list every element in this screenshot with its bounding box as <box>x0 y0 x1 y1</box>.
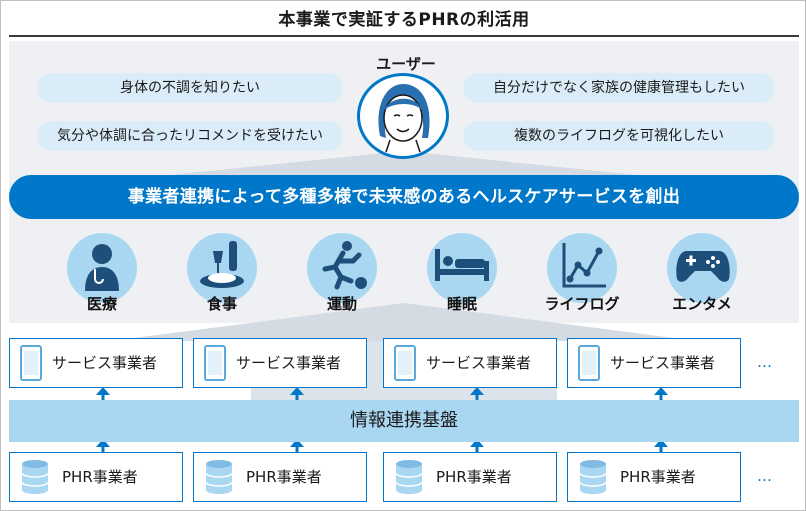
headline-banner: 事業者連携によって多種多様で未来感のあるヘルスケアサービスを創出 <box>9 175 799 219</box>
service-provider-label: サービス事業者 <box>52 354 158 372</box>
need-bubble: 気分や体調に合ったリコメンドを受けたい <box>37 121 343 151</box>
service-provider-label: サービス事業者 <box>236 354 342 372</box>
meal-icon <box>200 241 244 288</box>
phr-provider-label: PHR事業者 <box>620 468 696 486</box>
need-bubble: 複数のライフログを可視化したい <box>463 121 775 151</box>
phr-provider-box: PHR事業者 <box>383 452 557 502</box>
service-provider-box: サービス事業者 <box>9 338 183 388</box>
phr-provider-label: PHR事業者 <box>246 468 322 486</box>
smartphone-icon <box>20 345 42 381</box>
service-meal: 食事 <box>177 233 267 323</box>
service-provider-label: サービス事業者 <box>426 354 532 372</box>
service-provider-box: サービス事業者 <box>383 338 557 388</box>
database-icon <box>21 460 49 494</box>
phr-provider-label: PHR事業者 <box>62 468 138 486</box>
service-label: 運動 <box>326 295 357 313</box>
service-medical: 医療 <box>57 233 147 323</box>
service-lifelog: ライフログ <box>537 233 627 323</box>
line-graph-icon <box>562 243 606 288</box>
bed-icon <box>435 249 489 281</box>
phr-provider-box: PHR事業者 <box>193 452 367 502</box>
title-divider <box>9 35 799 37</box>
service-exercise: 運動 <box>297 233 387 323</box>
database-icon <box>205 460 233 494</box>
smartphone-icon <box>394 345 416 381</box>
need-bubble: 身体の不調を知りたい <box>37 73 343 103</box>
service-sleep: 睡眠 <box>417 233 507 323</box>
more-phr-providers: … <box>757 467 773 485</box>
service-label: ライフログ <box>544 295 620 313</box>
more-service-providers: … <box>757 353 773 371</box>
database-icon <box>579 460 607 494</box>
woman-face-icon <box>378 84 430 153</box>
service-label: エンタメ <box>672 295 732 313</box>
info-linkage-platform: 情報連携基盤 <box>9 400 799 442</box>
running-icon <box>322 241 367 290</box>
user-avatar <box>357 73 449 159</box>
smartphone-icon <box>204 345 226 381</box>
service-entertainment: エンタメ <box>657 233 747 323</box>
smartphone-icon <box>578 345 600 381</box>
service-provider-box: サービス事業者 <box>193 338 367 388</box>
service-label: 食事 <box>206 295 237 313</box>
service-label: 睡眠 <box>446 295 477 313</box>
database-icon <box>395 460 423 494</box>
phr-provider-box: PHR事業者 <box>9 452 183 502</box>
service-provider-box: サービス事業者 <box>567 338 741 388</box>
service-provider-label: サービス事業者 <box>610 354 716 372</box>
phr-provider-box: PHR事業者 <box>567 452 741 502</box>
need-bubble: 自分だけでなく家族の健康管理もしたい <box>463 73 775 103</box>
gamepad-icon <box>676 251 730 282</box>
doctor-icon <box>85 244 119 291</box>
phr-provider-label: PHR事業者 <box>436 468 512 486</box>
service-label: 医療 <box>86 295 117 313</box>
user-label: ユーザー <box>376 55 436 73</box>
page-title: 本事業で実証するPHRの利活用 <box>278 10 530 30</box>
